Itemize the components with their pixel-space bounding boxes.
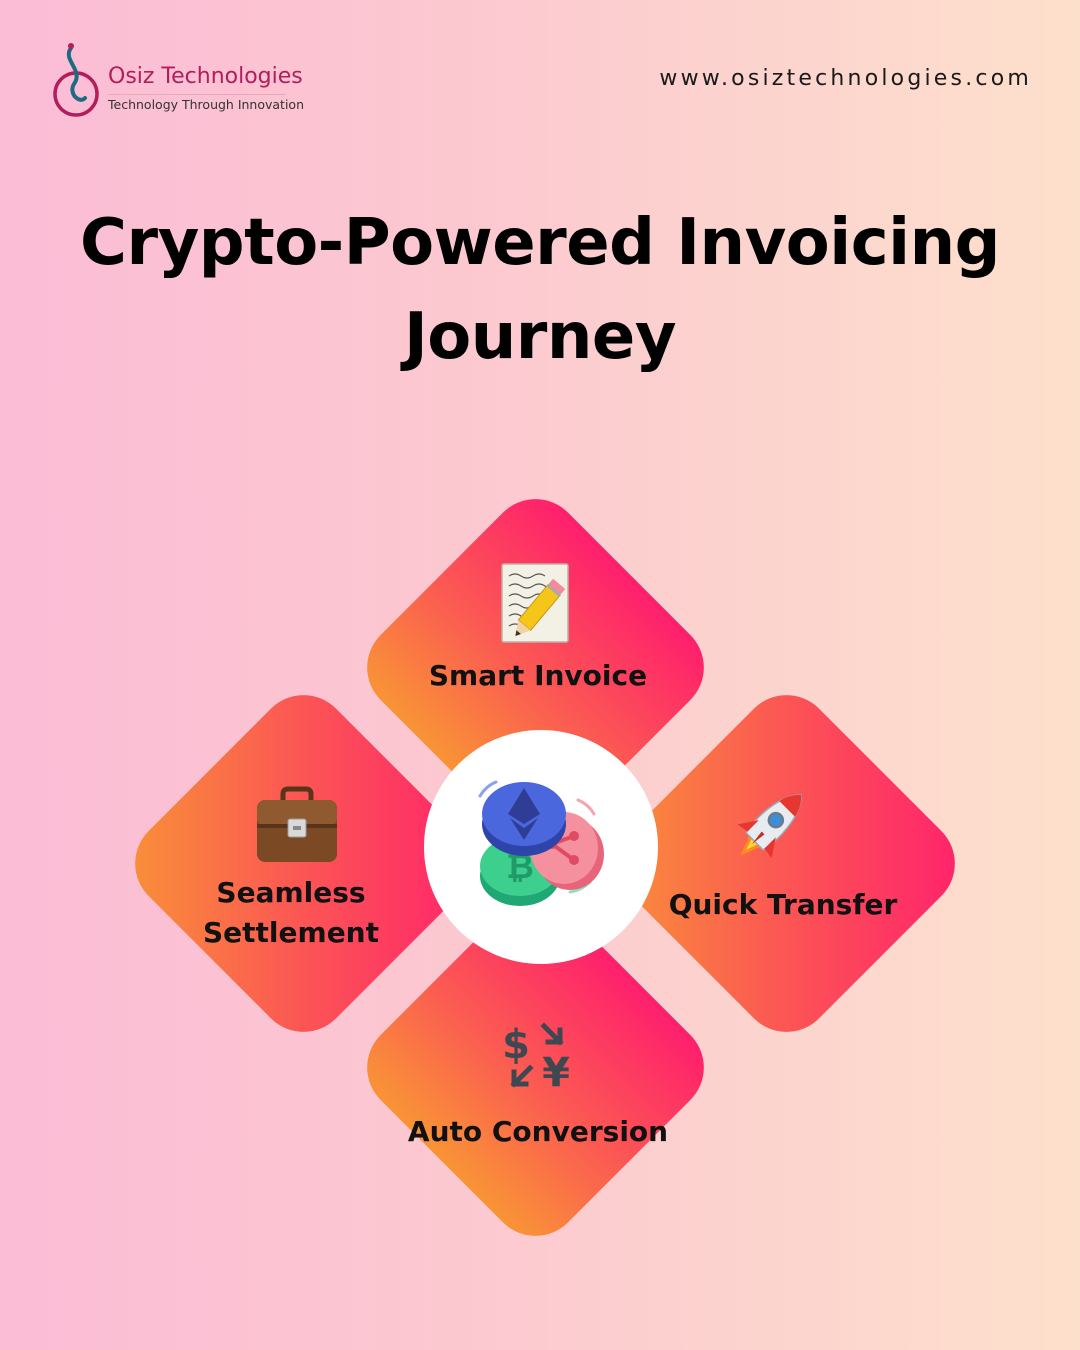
step-label-quick-transfer: Quick Transfer: [668, 888, 898, 921]
brand-name: Osiz Technologies: [108, 64, 303, 89]
svg-text:$: $: [502, 1022, 530, 1068]
page-title: Crypto-Powered Invoicing Journey: [80, 206, 1000, 374]
brand-tagline: Technology Through Innovation: [108, 97, 304, 112]
currency-exchange-icon: $ ¥: [502, 1022, 570, 1088]
brand-divider: [108, 94, 286, 95]
svg-text:¥: ¥: [542, 1050, 570, 1088]
brand-logo: Osiz Technologies Technology Through Inn…: [52, 40, 304, 120]
website-url[interactable]: www.osiztechnologies.com: [659, 66, 1032, 91]
briefcase-icon: [257, 786, 337, 862]
memo-pencil-icon: [501, 563, 569, 643]
step-label-auto-conversion: Auto Conversion: [407, 1115, 669, 1148]
osiz-logo-icon: [53, 43, 99, 117]
rocket-icon: [737, 793, 803, 859]
step-label-seamless-settlement: Seamless Settlement: [203, 876, 379, 949]
step-label-smart-invoice: Smart Invoice: [428, 659, 648, 692]
crypto-coins-icon: ₿: [478, 780, 604, 906]
